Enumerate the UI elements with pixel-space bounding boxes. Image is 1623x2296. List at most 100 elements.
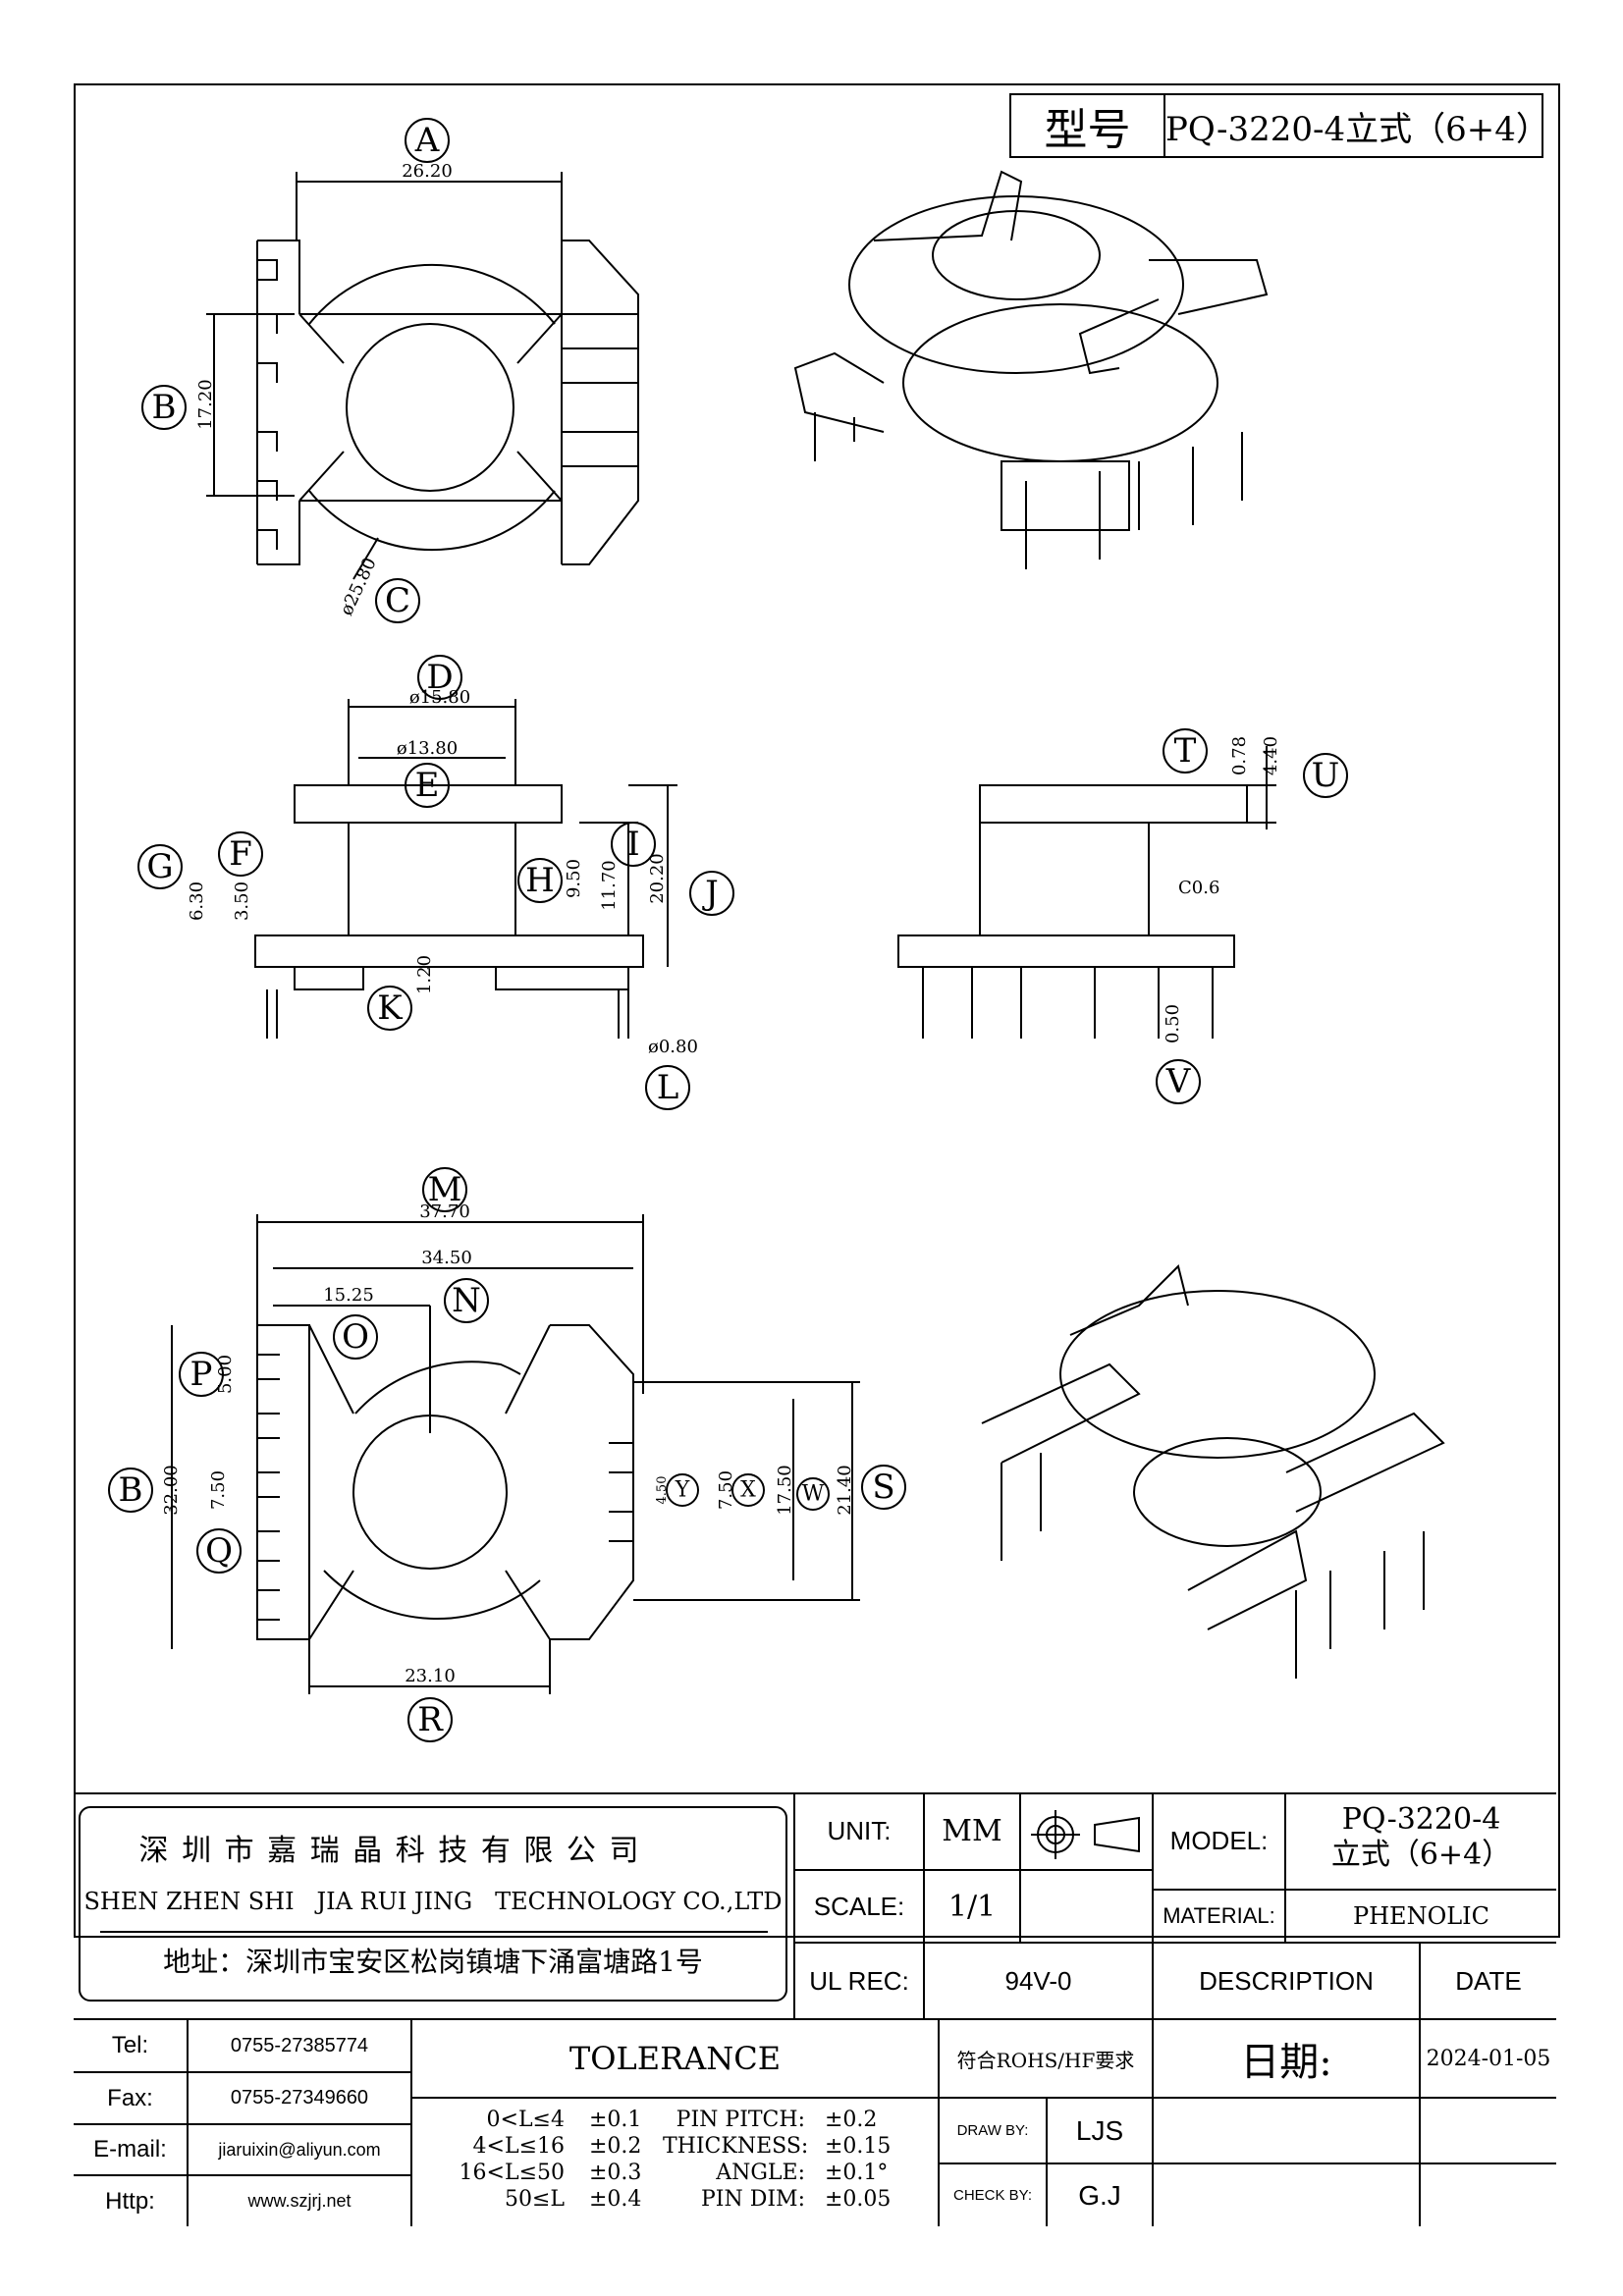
right-frame [561,240,639,565]
letter-x: X [740,1478,756,1503]
dim-b: 17.20 [195,379,216,430]
tol-value-4: ±0.4 [589,2187,642,2212]
dim-j-line [628,784,677,967]
dim-s-line [633,1381,860,1601]
bottom-right-frame [550,1324,634,1640]
center-hole [346,323,514,492]
check-value: G.J [1078,2179,1121,2211]
dim-u: 4.40 [1261,736,1281,775]
ul-label: UL REC: [809,1965,909,1996]
dim-q: 7.50 [208,1470,229,1510]
dim-d: ø15.80 [409,687,470,708]
letter-h: H [525,861,555,900]
letter-t: T [1174,731,1197,771]
letter-b: B [152,388,177,427]
dim-p: 5.00 [215,1355,236,1394]
dim-o: 15.25 [323,1285,374,1306]
dim-m-line [256,1214,644,1394]
front-core [348,822,516,936]
tol-value-3: ±0.3 [589,2161,642,2185]
front-view [137,655,734,1110]
model-line1: PQ-3220-4 [1341,1802,1501,1837]
tel-label: Tel: [111,2032,149,2058]
letter-g: G [146,847,173,886]
letter-d: D [426,658,453,697]
dim-f: 3.50 [232,881,252,921]
bottom-left-slots [257,1354,280,1621]
callout-e [405,763,450,808]
rohs-note: 符合ROHS/HF要求 [956,2048,1135,2072]
dim-v: 0.50 [1163,1004,1183,1043]
side-core [979,822,1150,936]
tol-value-1: ±0.1 [589,2108,642,2132]
letter-u: U [1312,756,1340,795]
email-label: E-mail: [93,2136,167,2163]
material-value: PHENOLIC [1352,1902,1490,1930]
http-value[interactable]: www.szjrj.net [247,2191,352,2211]
tolerance-box: TOLERANCE 0<L≤4±0.1 4<L≤16±0.2 16<L≤50±0… [412,2020,938,2226]
callout-m [422,1167,467,1212]
pin-tol-2: ±0.15 [825,2134,892,2159]
letter-o: O [342,1317,369,1357]
model-value: PQ-3220-4 立式（6+4） [1286,1802,1556,1889]
iso2-flange [1059,1290,1376,1459]
flange-ring-top [308,263,556,325]
pin-name-1: PIN PITCH: [676,2108,805,2132]
company-address: 地址：深圳市宝安区松岗镇塘下涌富塘路1号 [163,1946,703,1978]
company-box: 深 圳 市 嘉 瑞 晶 科 技 有 限 公 司 SHEN ZHEN SHI JI… [79,1806,787,2002]
iso2-pins [1001,1453,1425,1679]
left-pins [257,259,278,550]
front-bottom-legs [294,967,629,990]
side-pins [922,967,1214,1039]
tol-value-2: ±0.2 [589,2134,642,2159]
callout-q [196,1528,242,1574]
dim-d-line [348,699,516,785]
bottom-flange-top [354,1361,521,1415]
iso1-lower-ring [902,303,1218,462]
dim-a: 26.20 [402,161,453,182]
dim-w: 17.50 [775,1465,795,1516]
tolerance-title: TOLERANCE [568,2040,782,2077]
material-label: MATERIAL: [1163,1903,1275,1928]
callout-x [731,1473,765,1507]
dim-b2: 32.00 [161,1465,182,1516]
letter-l: L [657,1068,679,1107]
iso1-core-top [932,210,1101,300]
callout-b2 [108,1468,153,1513]
dim-x: 7.50 [716,1470,736,1510]
iso1-arms [793,170,1269,433]
callout-r [407,1697,453,1742]
side-view [897,728,1348,1104]
unit-value: MM [942,1813,1002,1848]
spec-grid: UNIT: MM SCALE: 1/1 UL REC: 94V-0 MODEL:… [793,1792,1556,2018]
bottom-view [108,1167,906,1742]
letter-k: K [377,988,403,1028]
front-pins [266,989,629,1039]
dim-j: 20.20 [647,853,668,904]
dim-t: 0.78 [1229,736,1250,775]
iso1-front-base [1001,460,1130,531]
approval-box: 符合ROHS/HF要求 日期: 2024-01-05 DRAW BY: LJS … [938,2020,1556,2226]
front-bottom-flange [254,934,644,968]
email-value[interactable]: jiaruixin@aliyun.com [218,2139,381,2160]
dim-r-line [308,1639,551,1694]
dim-c: ø25.80 [336,555,380,618]
dim-e: ø13.80 [397,738,458,759]
letter-n: N [452,1281,481,1320]
iso1-pins [814,412,1243,569]
title-box: 型号 PQ-3220-4立式（6+4） [1009,93,1549,158]
draw-label: DRAW BY: [956,2122,1029,2139]
pin-tol-1: ±0.2 [825,2108,878,2132]
pin-name-4: PIN DIM: [700,2187,805,2212]
dim-chamfer: C0.6 [1178,878,1219,898]
x-ribs [298,313,563,502]
dim-y: 4.50 [655,1476,670,1505]
callout-k [367,986,412,1031]
dim-i: 11.70 [599,860,620,911]
date-label: DATE [1455,1965,1522,1996]
flange-ring-bottom [308,490,556,552]
tol-range-4: 50≤L [504,2187,565,2212]
tel-value: 0755-27385774 [230,2034,369,2056]
ul-value: 94V-0 [1004,1965,1072,1996]
dim-r: 23.10 [405,1666,456,1686]
